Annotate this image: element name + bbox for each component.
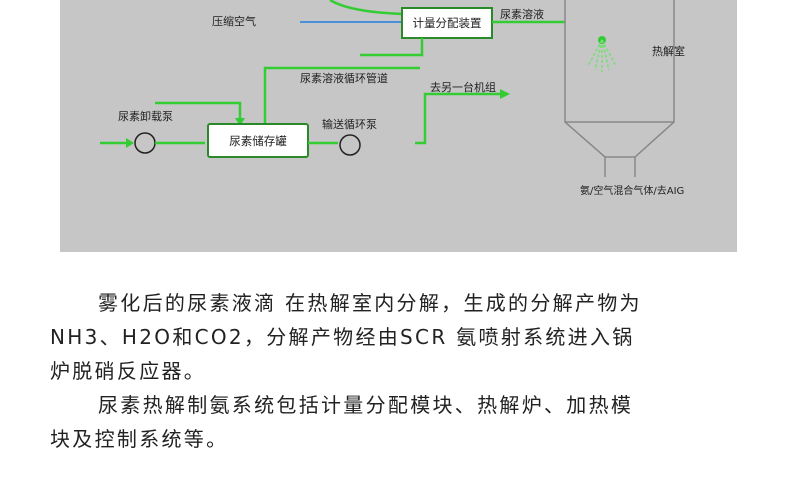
- paragraph-1-line-1: 雾化后的尿素液滴 在热解室内分解，生成的分解产物为: [98, 291, 642, 315]
- top-feed-line: [329, 0, 403, 16]
- tank-inlet-arrow: [235, 118, 245, 126]
- paragraph-2-line-2: 块及控制系统等。: [50, 427, 229, 451]
- decomposition-chamber-label: 热解室: [652, 44, 685, 58]
- spray-nozzle: [587, 36, 617, 72]
- process-diagram-svg: 计量分配装置 尿素溶液 压缩空气 热解室 氨/空气混合气体/去AIG 尿素溶液循…: [100, 0, 685, 197]
- paragraph-2-line-1: 尿素热解制氨系统包括计量分配模块、热解炉、加热模: [98, 393, 634, 417]
- to-other-unit-line: [415, 92, 500, 145]
- circulation-pipe-label: 尿素溶液循环管道: [300, 71, 388, 85]
- unloading-pump-label: 尿素卸载泵: [118, 109, 173, 123]
- circulation-pipe: [263, 66, 420, 127]
- outlet-label: 氨/空气混合气体/去AIG: [580, 184, 684, 197]
- metering-supply-line: [360, 38, 424, 57]
- compressed-air-label: 压缩空气: [212, 14, 256, 28]
- storage-tank-label: 尿素储存罐: [229, 134, 287, 148]
- unloading-pump-discharge: [155, 101, 242, 145]
- circulation-pump-label: 输送循环泵: [322, 117, 377, 131]
- unloading-pump-icon: [134, 132, 156, 154]
- storage-tank-box: [207, 123, 309, 158]
- paragraph-1-line-2: NH3、H2O和CO2，分解产物经由SCR 氨喷射系统进入锅: [50, 325, 635, 349]
- decomposition-chamber-shell: [564, 0, 675, 158]
- urea-solution-label: 尿素溶液: [500, 7, 544, 21]
- to-other-unit-label: 去另一台机组: [430, 80, 496, 94]
- to-other-unit-arrow: [500, 89, 510, 99]
- paragraph-1-line-3: 炉脱硝反应器。: [50, 359, 207, 383]
- process-diagram: 计量分配装置 尿素溶液 压缩空气 热解室 氨/空气混合气体/去AIG 尿素溶液循…: [60, 0, 737, 252]
- inlet-arrow: [126, 138, 134, 148]
- circulation-pump-icon: [339, 134, 361, 156]
- metering-unit-label: 计量分配装置: [413, 16, 482, 30]
- description-text: 雾化后的尿素液滴 在热解室内分解，生成的分解产物为 NH3、H2O和CO2，分解…: [50, 286, 750, 456]
